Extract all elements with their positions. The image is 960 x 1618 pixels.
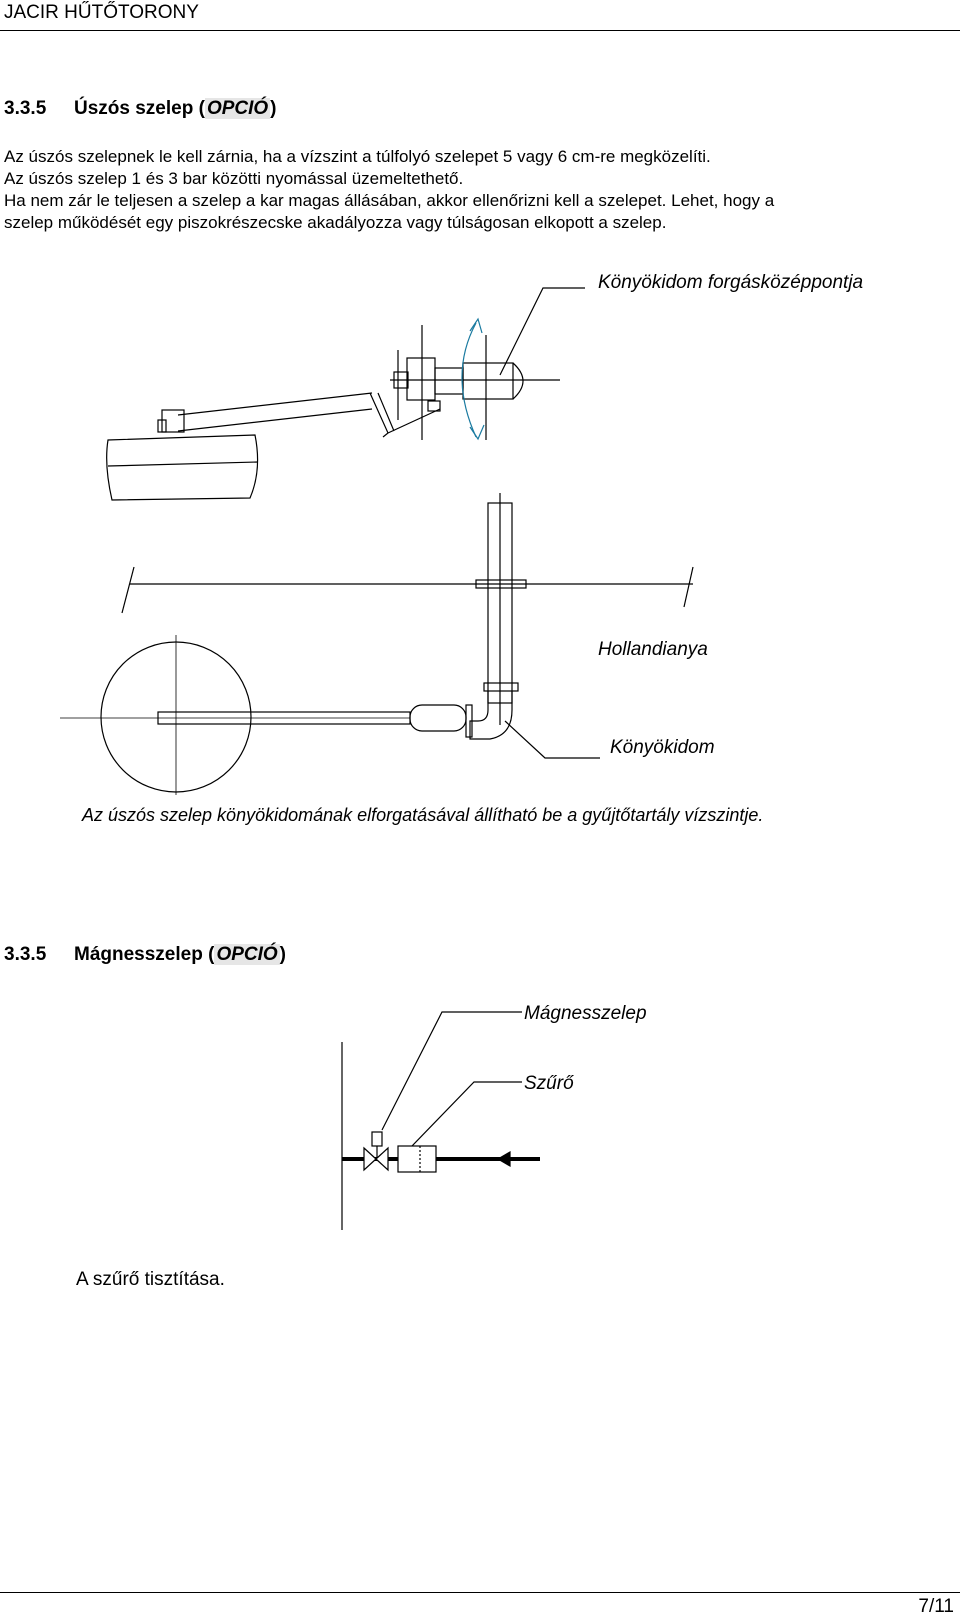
float-midline	[107, 461, 259, 467]
section-title-close: )	[279, 944, 286, 965]
pivot-leader-line	[499, 287, 585, 376]
footer-divider	[0, 1592, 960, 1593]
valve-actuator	[371, 1131, 383, 1147]
union-nut	[483, 682, 519, 692]
document-header-title: JACIR HŰTŐTORONY	[4, 2, 199, 23]
section-number: 3.3.5	[4, 98, 47, 119]
section-heading-float-valve: 3.3.5 Úszós szelep (OPCIÓ)	[4, 98, 277, 120]
section-number: 3.3.5	[4, 944, 47, 965]
figure-caption: Az úszós szelep könyökidomának elforgatá…	[82, 805, 764, 825]
float-valve-paragraph: Az úszós szelepnek le kell zárnia, ha a …	[4, 146, 952, 234]
float-elbow-cap	[512, 362, 524, 400]
filter-leader-line	[411, 1081, 522, 1147]
float-body-upper	[106, 434, 259, 501]
paragraph-line: Az úszós szelepnek le kell zárnia, ha a …	[4, 147, 711, 166]
float-linkage	[369, 392, 441, 438]
section-heading-solenoid-valve: 3.3.5 Mágnesszelep (OPCIÓ)	[4, 944, 286, 966]
pipe-flange-top	[475, 579, 527, 589]
elbow-pipe	[469, 691, 513, 740]
flow-arrow-icon	[496, 1150, 511, 1168]
valve-leader-line	[381, 1011, 522, 1131]
section-option-tag: OPCIÓ	[214, 944, 280, 965]
rotation-arrow	[461, 322, 477, 438]
page-number: 7/11	[918, 1596, 954, 1617]
section-title-text: Mágnesszelep (	[74, 944, 215, 965]
elbow-leader-line	[504, 720, 600, 759]
paragraph-line: Az úszós szelep 1 és 3 bar közötti nyomá…	[4, 169, 464, 188]
float-elbow-nut	[434, 367, 464, 395]
float-valve-body	[406, 357, 436, 401]
label-union-nut: Hollandianya	[598, 639, 708, 660]
label-elbow: Könyökidom	[610, 737, 715, 758]
label-solenoid-valve: Mágnesszelep	[524, 1003, 647, 1024]
paragraph-line: szelep működését egy piszokrészecske aka…	[4, 213, 667, 232]
float-connector-small	[157, 419, 167, 433]
float-connector	[161, 409, 185, 433]
solenoid-valve-diagram	[341, 1011, 540, 1230]
section-title-close: )	[270, 98, 277, 119]
filter-body	[397, 1145, 437, 1173]
section-option-tag: OPCIÓ	[204, 98, 271, 119]
float-valve-diagram	[60, 287, 694, 795]
horizontal-nipple	[409, 704, 467, 732]
header-divider	[0, 30, 960, 31]
paragraph-line: Ha nem zár le teljesen a szelep a kar ma…	[4, 191, 775, 210]
float-arm-upper	[177, 392, 373, 432]
section-title-text: Úszós szelep (	[74, 98, 205, 119]
float-elbow-body	[462, 362, 514, 400]
label-elbow-pivot: Könyökidom forgásközéppontja	[598, 272, 864, 293]
label-filter: Szűrő	[524, 1073, 574, 1094]
valve-symbol	[363, 1146, 389, 1172]
float-valve-clamp	[427, 400, 441, 412]
filter-cleaning-text: A szűrő tisztítása.	[76, 1269, 225, 1290]
